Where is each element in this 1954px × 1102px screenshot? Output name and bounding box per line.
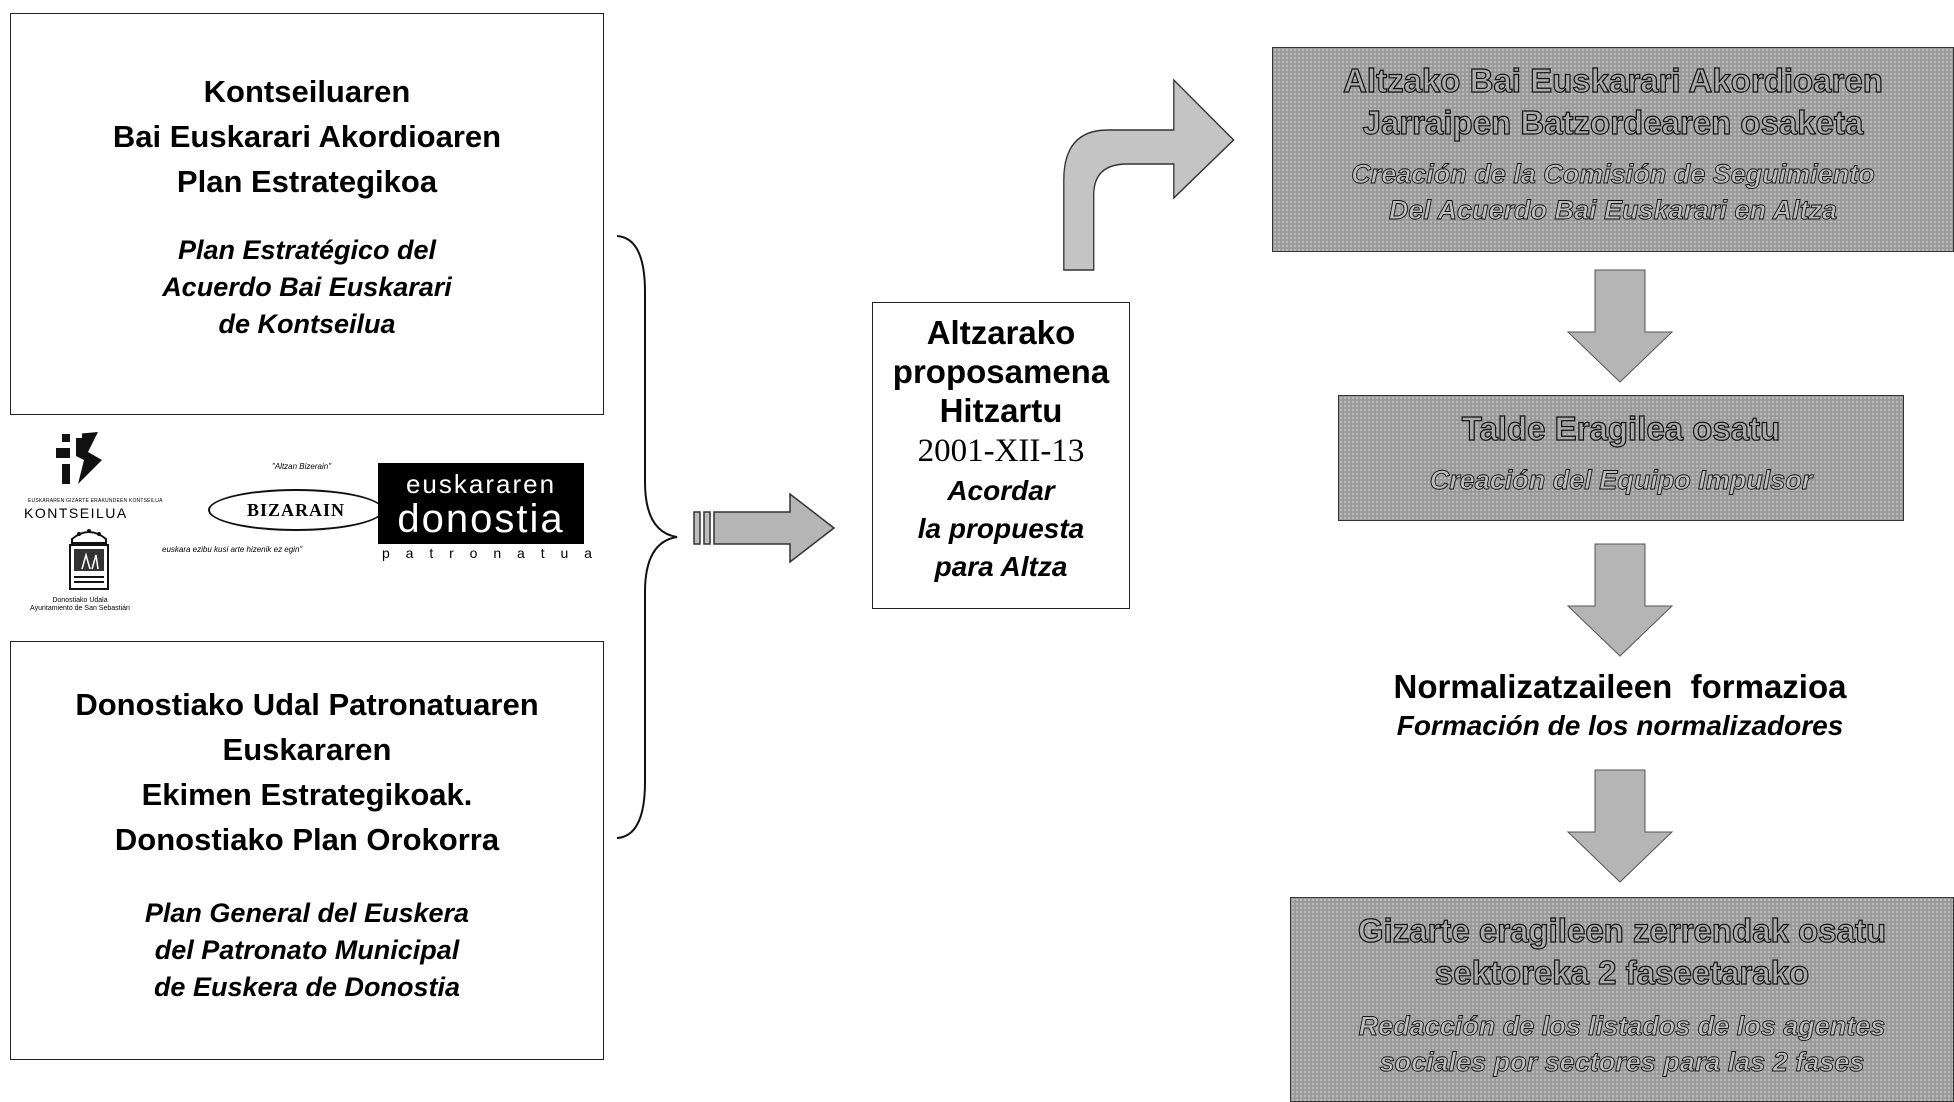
proposal-title: Altzarako proposamena Hitzartu <box>892 314 1110 429</box>
bizarain-logo: BIZARAIN <box>208 489 384 531</box>
step4-box: Gizarte eragileen zerrendak osatu sektor… <box>1290 897 1954 1102</box>
step1-box: Altzako Bai Euskarari Akordioaren Jarrai… <box>1272 47 1954 252</box>
step3-block: Normalizatzaileen formazioa Formación de… <box>1300 666 1940 744</box>
step3-subtitle: Formación de los normalizadores <box>1396 710 1844 741</box>
step1-subtitle: Creación de la Comisión de Seguimiento D… <box>1351 159 1876 226</box>
kontseilua-plan-title: Kontseiluaren Bai Euskarari Akordioaren … <box>112 74 502 199</box>
curved-up-arrow-icon <box>1063 78 1235 271</box>
down-arrow-icon <box>1566 269 1674 383</box>
kontseilua-logo-label: KONTSEILUA <box>24 505 128 521</box>
step4-subtitle: Redacción de los listados de los agentes… <box>1358 1011 1886 1078</box>
step1-title: Altzako Bai Euskarari Akordioaren Jarrai… <box>1342 61 1883 141</box>
step2-title: Talde Eragilea osatu <box>1461 409 1781 447</box>
kontseilua-plan-box: Kontseiluaren Bai Euskarari Akordioaren … <box>10 13 604 415</box>
kontseilua-logo-icon <box>56 432 102 484</box>
donostia-plan-subtitle: Plan General del Euskera del Patronato M… <box>144 898 470 1002</box>
step2-subtitle: Creación del Equipo Impulsor <box>1429 465 1813 496</box>
bizarain-tagline: euskara ezibu kusi arte hizenik ez egin" <box>162 545 303 554</box>
patronatua-label: p a t r o n a t u a <box>382 545 598 561</box>
down-arrow-icon <box>1566 769 1674 883</box>
donostia-crest-icon <box>69 529 109 590</box>
logos-strip: EUSKARAREN GIZARTE ERAKUNDEEN KONTSEILUA… <box>10 425 604 625</box>
down-arrow-icon <box>1566 543 1674 657</box>
step3-title: Normalizatzaileen formazioa <box>1393 668 1847 705</box>
proposal-subtitle: Acordar la propuesta para Altza <box>917 475 1085 582</box>
euskararen-donostia-logo: euskararen donostia <box>378 463 584 544</box>
donostia-udala-label: Donostiako Udala Ayuntamiento de San Seb… <box>30 597 130 612</box>
kontseilua-plan-subtitle: Plan Estratégico del Acuerdo Bai Euskara… <box>162 235 452 339</box>
donostia-plan-box: Donostiako Udal Patronatuaren Euskararen… <box>10 641 604 1060</box>
kontseilua-logo-small: EUSKARAREN GIZARTE ERAKUNDEEN KONTSEILUA <box>28 498 163 504</box>
proposal-box: Altzarako proposamena Hitzartu 2001-XII-… <box>872 302 1130 609</box>
donostia-plan-title: Donostiako Udal Patronatuaren Euskararen… <box>75 687 539 857</box>
step4-title: Gizarte eragileen zerrendak osatu sektor… <box>1357 911 1887 991</box>
right-arrow-icon <box>693 492 836 564</box>
step2-box: Talde Eragilea osatu Creación del Equipo… <box>1338 395 1904 521</box>
right-brace-icon <box>616 235 678 839</box>
proposal-date: 2001-XII-13 <box>917 433 1085 469</box>
altzan-bizerain-label: "Altzan Bizerain" <box>272 462 332 471</box>
